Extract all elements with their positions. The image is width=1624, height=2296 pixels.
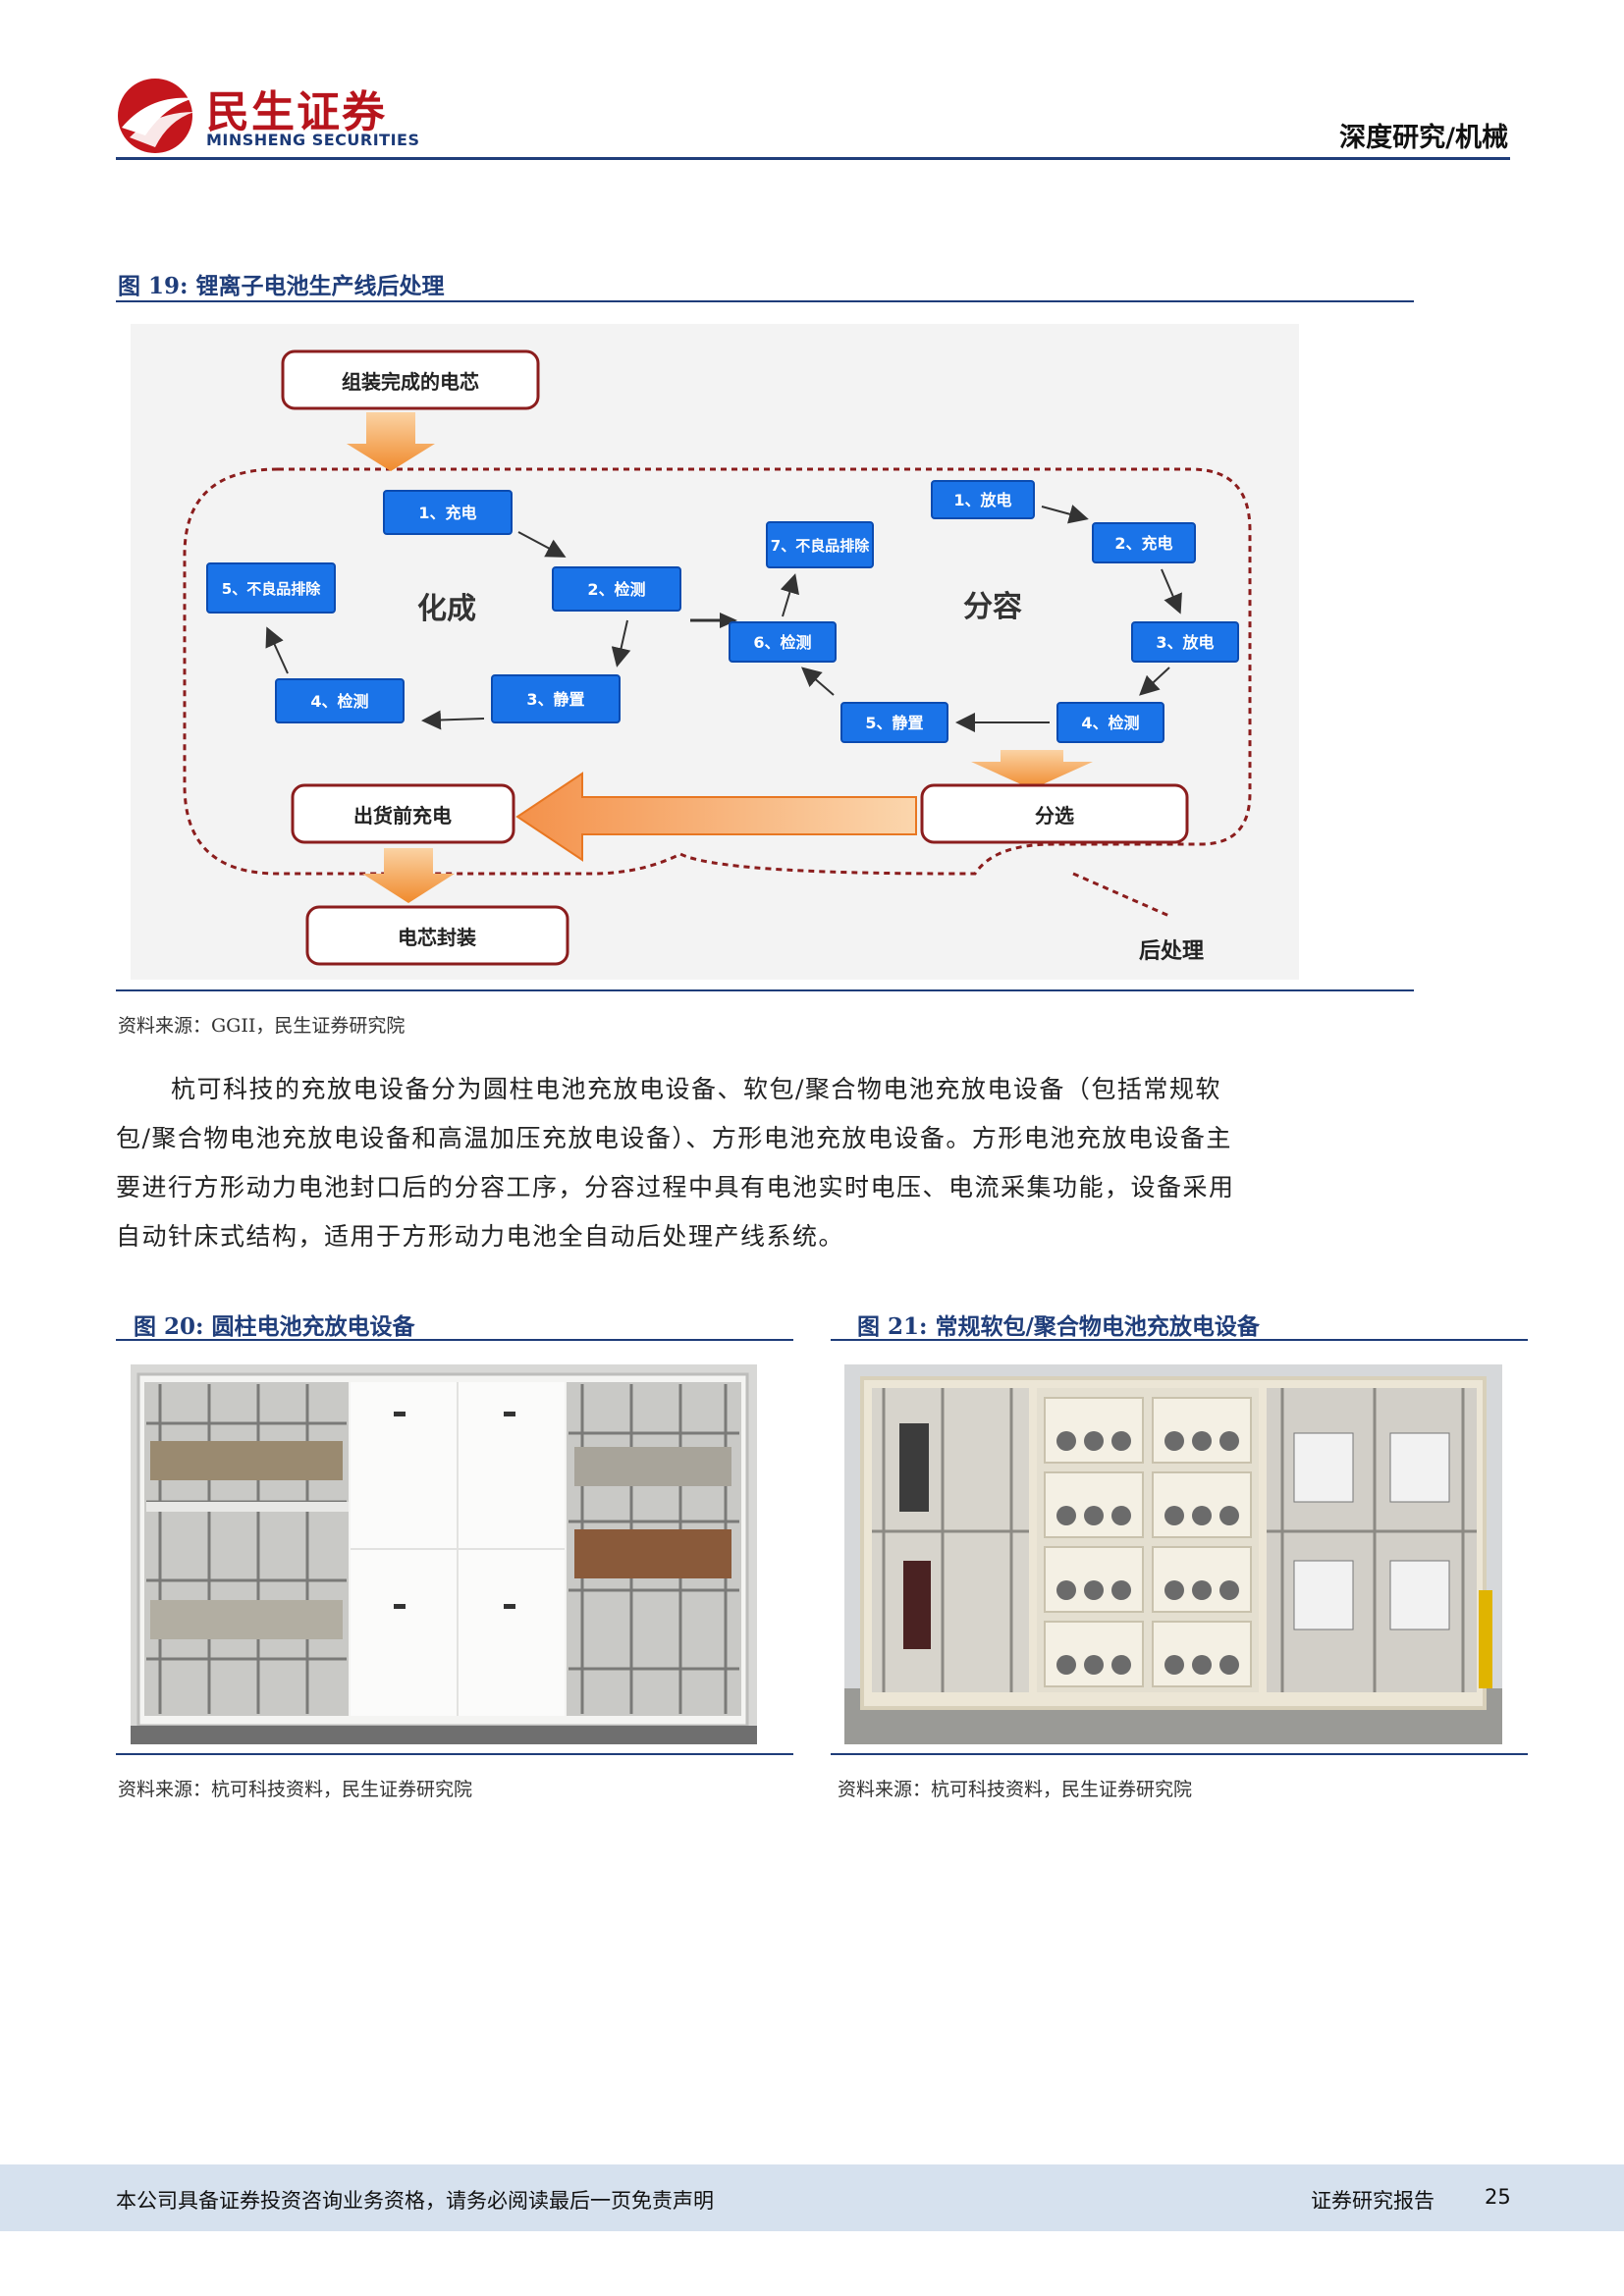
body-paragraph: 杭可科技的充放电设备分为圆柱电池充放电设备、软包/聚合物电池充放电设备（包括常规… <box>116 1075 1235 1251</box>
figure-20-title: 图 20: 圆柱电池充放电设备 <box>134 1313 415 1340</box>
pouch-battery-equipment-image <box>844 1364 1502 1744</box>
cylindrical-battery-equipment-image <box>131 1364 757 1744</box>
packaging-node-label: 电芯封装 <box>398 926 476 949</box>
footer-report-type: 证券研究报告 <box>1311 2189 1435 2213</box>
figure-19-bottom-rule <box>116 989 1414 991</box>
formation-step-4: 4、检测 <box>310 692 368 711</box>
formation-step-1: 1、充电 <box>418 504 476 522</box>
battery-post-processing-diagram: 组装完成的电芯 1、充电 2、检测 3、静置 4、检测 5、不良品排除 化成 <box>131 324 1299 980</box>
grading-step-1: 1、放电 <box>953 491 1011 509</box>
grading-step-4: 4、检测 <box>1081 714 1139 732</box>
formation-label: 化成 <box>417 592 476 626</box>
header-divider <box>116 157 1510 160</box>
footer-bar <box>0 2164 1624 2231</box>
grading-label: 分容 <box>963 590 1022 624</box>
grading-step-7: 7、不良品排除 <box>771 537 870 555</box>
figure-20-top-rule <box>116 1339 793 1341</box>
formation-step-2: 2、检测 <box>587 580 645 599</box>
grading-step-2: 2、充电 <box>1114 534 1172 553</box>
figure-21-top-rule <box>831 1339 1528 1341</box>
start-node-label: 组装完成的电芯 <box>342 370 479 394</box>
formation-step-5: 5、不良品排除 <box>222 580 321 598</box>
page-number: 25 <box>1485 2185 1511 2209</box>
grading-step-5: 5、静置 <box>865 714 923 732</box>
grading-step-3: 3、放电 <box>1156 633 1214 652</box>
grading-step-6: 6、检测 <box>753 633 811 652</box>
figure-21-source: 资料来源：杭可科技资料，民生证券研究院 <box>838 1779 1193 1800</box>
minsheng-logo-icon <box>118 79 194 153</box>
figure-19-title: 图 19: 锂离子电池生产线后处理 <box>118 273 445 299</box>
brand-name-en: MINSHENG SECURITIES <box>206 131 420 149</box>
figure-19-source: 资料来源：GGII，民生证券研究院 <box>118 1015 406 1037</box>
figure-20-bottom-rule <box>116 1753 793 1755</box>
brand-name-cn: 民生证券 <box>206 87 387 137</box>
figure-21-title: 图 21: 常规软包/聚合物电池充放电设备 <box>857 1313 1260 1340</box>
report-category: 深度研究/机械 <box>1339 123 1508 153</box>
sorting-node-label: 分选 <box>1035 804 1074 828</box>
pre-ship-node-label: 出货前充电 <box>353 804 452 828</box>
formation-step-3: 3、静置 <box>526 690 584 709</box>
figure-19-top-rule <box>116 300 1414 302</box>
figure-21-bottom-rule <box>831 1753 1528 1755</box>
post-processing-label: 后处理 <box>1139 938 1204 964</box>
figure-20-source: 资料来源：杭可科技资料，民生证券研究院 <box>118 1779 473 1800</box>
footer-disclaimer: 本公司具备证券投资咨询业务资格，请务必阅读最后一页免责声明 <box>116 2189 714 2213</box>
